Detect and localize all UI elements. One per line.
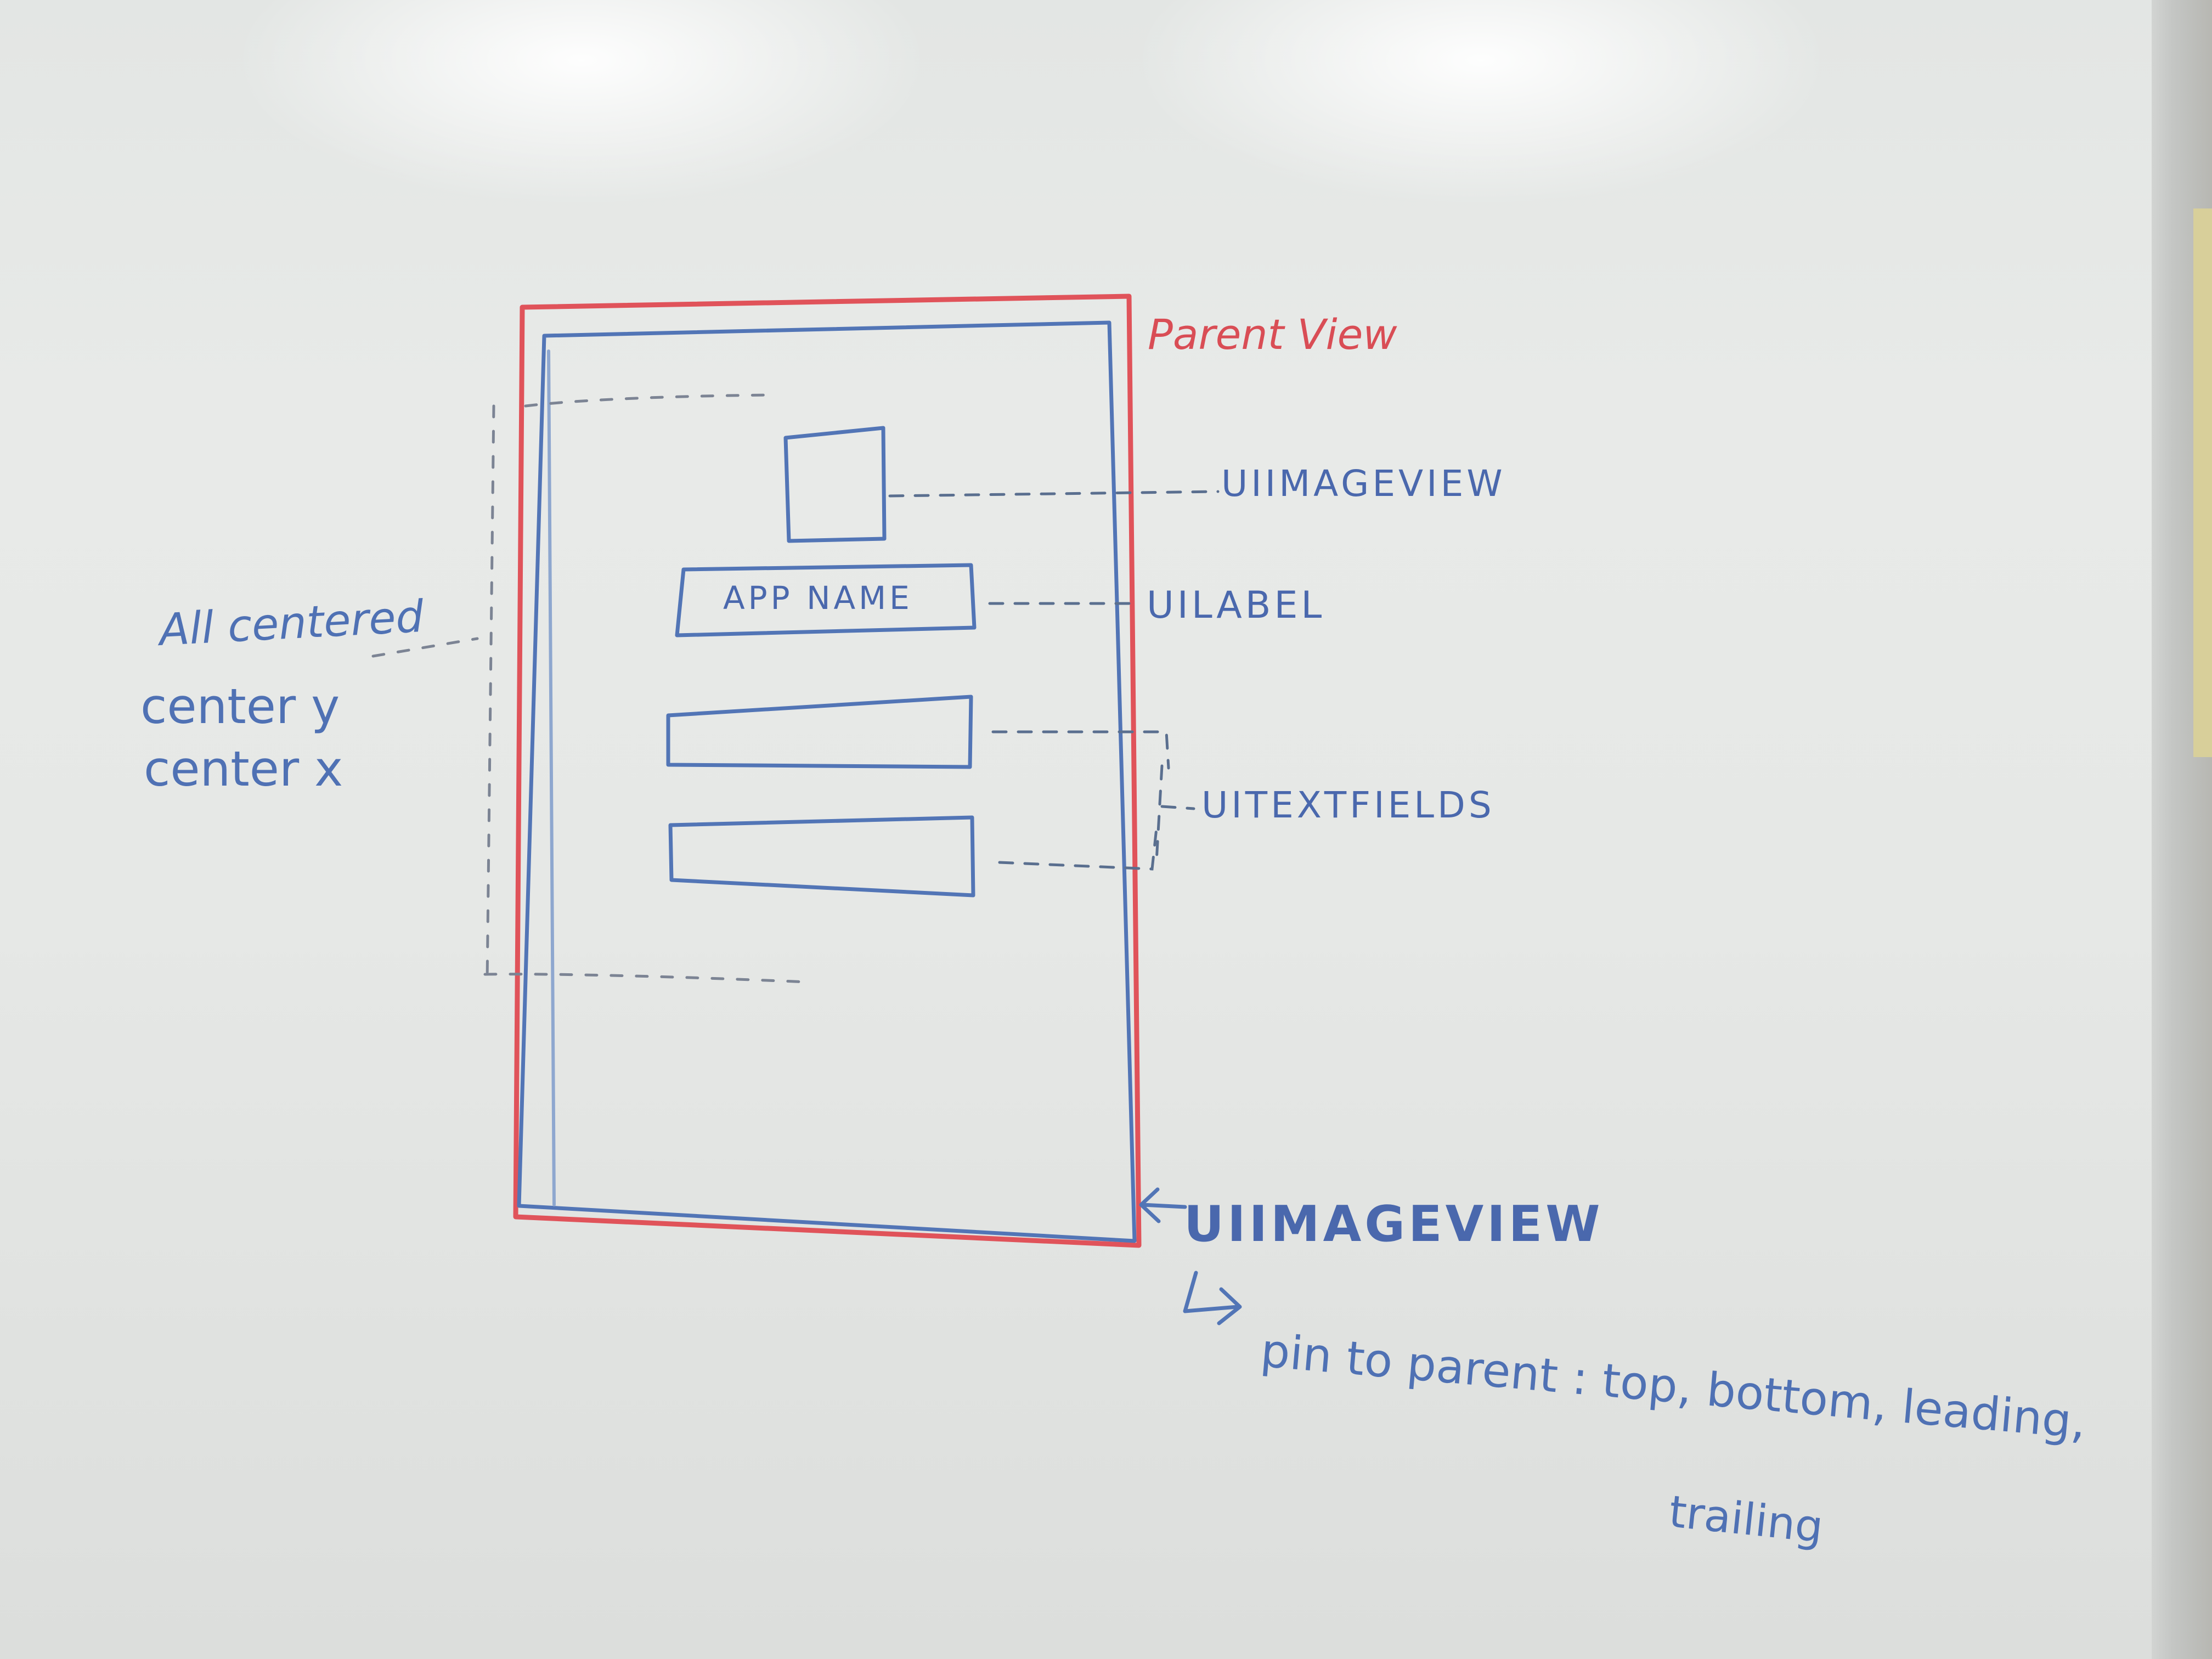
text-field-1-box xyxy=(666,695,973,769)
parent-view-outline xyxy=(513,294,1142,1248)
label-label: UILABEL xyxy=(1147,584,1325,627)
center-x-note: center x xyxy=(144,741,343,797)
background-imageview-outline xyxy=(517,320,1137,1243)
text-field-2-box xyxy=(668,815,975,898)
pin-note-line1: pin to parent : top, bottom, leading, xyxy=(1259,1323,2088,1449)
app-name-text: APP NAME xyxy=(723,579,913,617)
parent-view-label: Parent View xyxy=(1148,310,1397,359)
pin-note-line2: trailing xyxy=(1667,1486,1826,1553)
bottom-imageview-label: UIIMAGEVIEW xyxy=(1184,1195,1604,1253)
imageview-leader xyxy=(888,490,1220,498)
background-imageview-inner-edge xyxy=(547,349,556,1206)
small-imageview-box xyxy=(783,426,887,543)
textfields-leader xyxy=(1160,805,1195,810)
centered-note-leader xyxy=(371,637,479,658)
textfield-1-leader xyxy=(991,730,1170,770)
textfields-label: UITEXTFIELDS xyxy=(1201,784,1495,826)
sticky-note-edge xyxy=(2193,208,2212,757)
top-imageview-label: UIIMAGEVIEW xyxy=(1221,462,1506,505)
center-y-guide-vertical xyxy=(486,404,495,984)
bottom-imageview-arrow xyxy=(1139,1187,1187,1223)
textfield-2-leader xyxy=(998,827,1158,871)
textfields-bracket xyxy=(1155,764,1164,863)
center-y-guide-bottom xyxy=(483,973,808,984)
centered-note: All centered xyxy=(155,591,425,656)
center-y-note: center y xyxy=(140,678,340,735)
center-y-guide-top xyxy=(524,393,770,408)
pin-note-arrow xyxy=(1183,1271,1242,1325)
app-name-label-box xyxy=(675,563,977,637)
